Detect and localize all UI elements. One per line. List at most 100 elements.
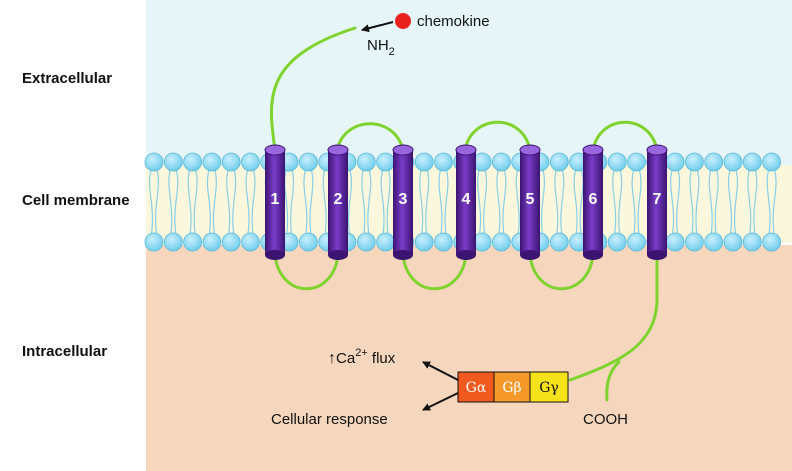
lipid-head-bottom: [298, 232, 318, 252]
lipid-head-bottom: [723, 232, 743, 252]
lipid-head-bottom: [414, 232, 434, 252]
chemokine-label: chemokine: [417, 13, 490, 30]
lipid-tail: [496, 169, 507, 239]
lipid-tail: [670, 169, 681, 239]
lipid-tail: [727, 169, 739, 239]
g-alpha-box: [457, 371, 495, 403]
up-arrow-icon: ↑: [328, 350, 336, 367]
lipid-head-top: [298, 152, 318, 172]
helix-bottom-cap: [520, 250, 540, 260]
helix-bottom-cap: [456, 250, 476, 260]
lipid-tail: [438, 169, 449, 239]
calcium-arrow: [422, 361, 459, 381]
helix-top-cap: [327, 144, 349, 156]
intracellular-region: [146, 245, 792, 471]
c-terminal-end: [605, 360, 621, 402]
c-terminal-tail: [568, 256, 659, 382]
g-protein-complex: Gα Gβ Gγ: [457, 371, 569, 403]
lipid-tail: [148, 169, 160, 239]
response-arrow: [422, 392, 459, 411]
lipid-head-top: [202, 152, 222, 172]
helix-body: [456, 150, 476, 255]
helix-bottom-cap: [647, 250, 667, 260]
helix-bottom-cap: [393, 250, 413, 260]
lipid-head-top: [723, 152, 743, 172]
lipid-tail: [226, 169, 237, 239]
lipid-head-bottom: [704, 232, 724, 252]
lipid-head-top: [241, 152, 260, 172]
cellular-response-label: Cellular response: [271, 411, 388, 428]
lipid-tail: [573, 169, 584, 239]
lipid-head-top: [665, 152, 685, 172]
lipid-tail: [689, 169, 700, 239]
lipid-head-top: [704, 152, 724, 172]
lipid-head-top: [549, 152, 569, 172]
helix-2: 2: [327, 144, 349, 260]
lipid-head-top: [607, 152, 627, 172]
helix-number: 3: [399, 191, 408, 208]
helix-number: 1: [271, 191, 280, 208]
extracellular-loop-1: [335, 122, 405, 152]
lipid-tail: [631, 169, 642, 239]
intracellular-loop-2: [401, 253, 468, 291]
helix-body: [583, 150, 603, 255]
lipid-head-bottom: [665, 232, 685, 252]
helix-body: [647, 150, 667, 255]
n-terminus-subscript: 2: [389, 46, 395, 58]
helix-top-cap: [392, 144, 414, 156]
intracellular-label: Intracellular: [22, 343, 107, 360]
lipid-head-top: [434, 152, 453, 172]
lipid-tail: [187, 169, 198, 239]
g-gamma-label: Gγ: [539, 380, 559, 396]
helix-number: 2: [334, 191, 343, 208]
g-beta-box: [493, 371, 531, 403]
helix-body: [265, 150, 285, 255]
lipid-tail: [361, 169, 372, 239]
lipid-head-bottom: [627, 232, 646, 252]
lipid-tail: [766, 169, 777, 239]
lipid-head-top: [414, 152, 434, 172]
extracellular-label: Extracellular: [22, 70, 112, 87]
extracellular-loop-2: [463, 120, 532, 152]
binding-arrow: [361, 21, 394, 33]
helix-top-cap: [455, 144, 477, 156]
lipid-head-bottom: [183, 232, 203, 252]
lipid-tail: [245, 169, 256, 239]
n-terminus-label: NH2: [367, 37, 395, 58]
lipid-head-top: [356, 152, 376, 172]
lipid-tail: [747, 169, 758, 239]
helix-6: 6: [582, 144, 604, 260]
lipid-tail: [554, 169, 565, 239]
intracellular-loop-1: [273, 253, 340, 291]
helix-bottom-cap: [265, 250, 285, 260]
lipid-head-bottom: [607, 232, 627, 252]
receptor-loops: [270, 26, 659, 402]
lipid-head-bottom: [491, 232, 511, 252]
lipid-head-top: [742, 152, 762, 172]
lipid-tail: [206, 169, 217, 239]
helix-number: 5: [526, 191, 535, 208]
lipid-tail: [708, 169, 719, 239]
g-beta-label: Gβ: [502, 380, 521, 396]
helix-4: 4: [455, 144, 477, 260]
lipid-head-bottom: [742, 232, 762, 252]
helix-top-cap: [264, 144, 286, 156]
helix-bottom-cap: [583, 250, 603, 260]
lipid-head-bottom: [221, 232, 241, 252]
helix-number: 4: [462, 191, 471, 208]
lipid-head-top: [144, 152, 164, 172]
lipid-tail: [284, 169, 295, 239]
lipid-head-top: [491, 152, 511, 172]
helix-1: 1: [264, 144, 286, 260]
lipid-head-top: [183, 152, 203, 172]
extracellular-loop-3: [591, 120, 659, 152]
n-terminal-tail: [270, 26, 357, 152]
calcium-flux-label: ↑Ca2+ flux: [328, 347, 396, 367]
helix-top-cap: [582, 144, 604, 156]
n-terminus-text: NH: [367, 37, 389, 54]
helix-3: 3: [392, 144, 414, 260]
lipid-head-top: [376, 152, 396, 172]
membrane-label: Cell membrane: [22, 192, 130, 209]
lipid-head-bottom: [163, 232, 183, 252]
